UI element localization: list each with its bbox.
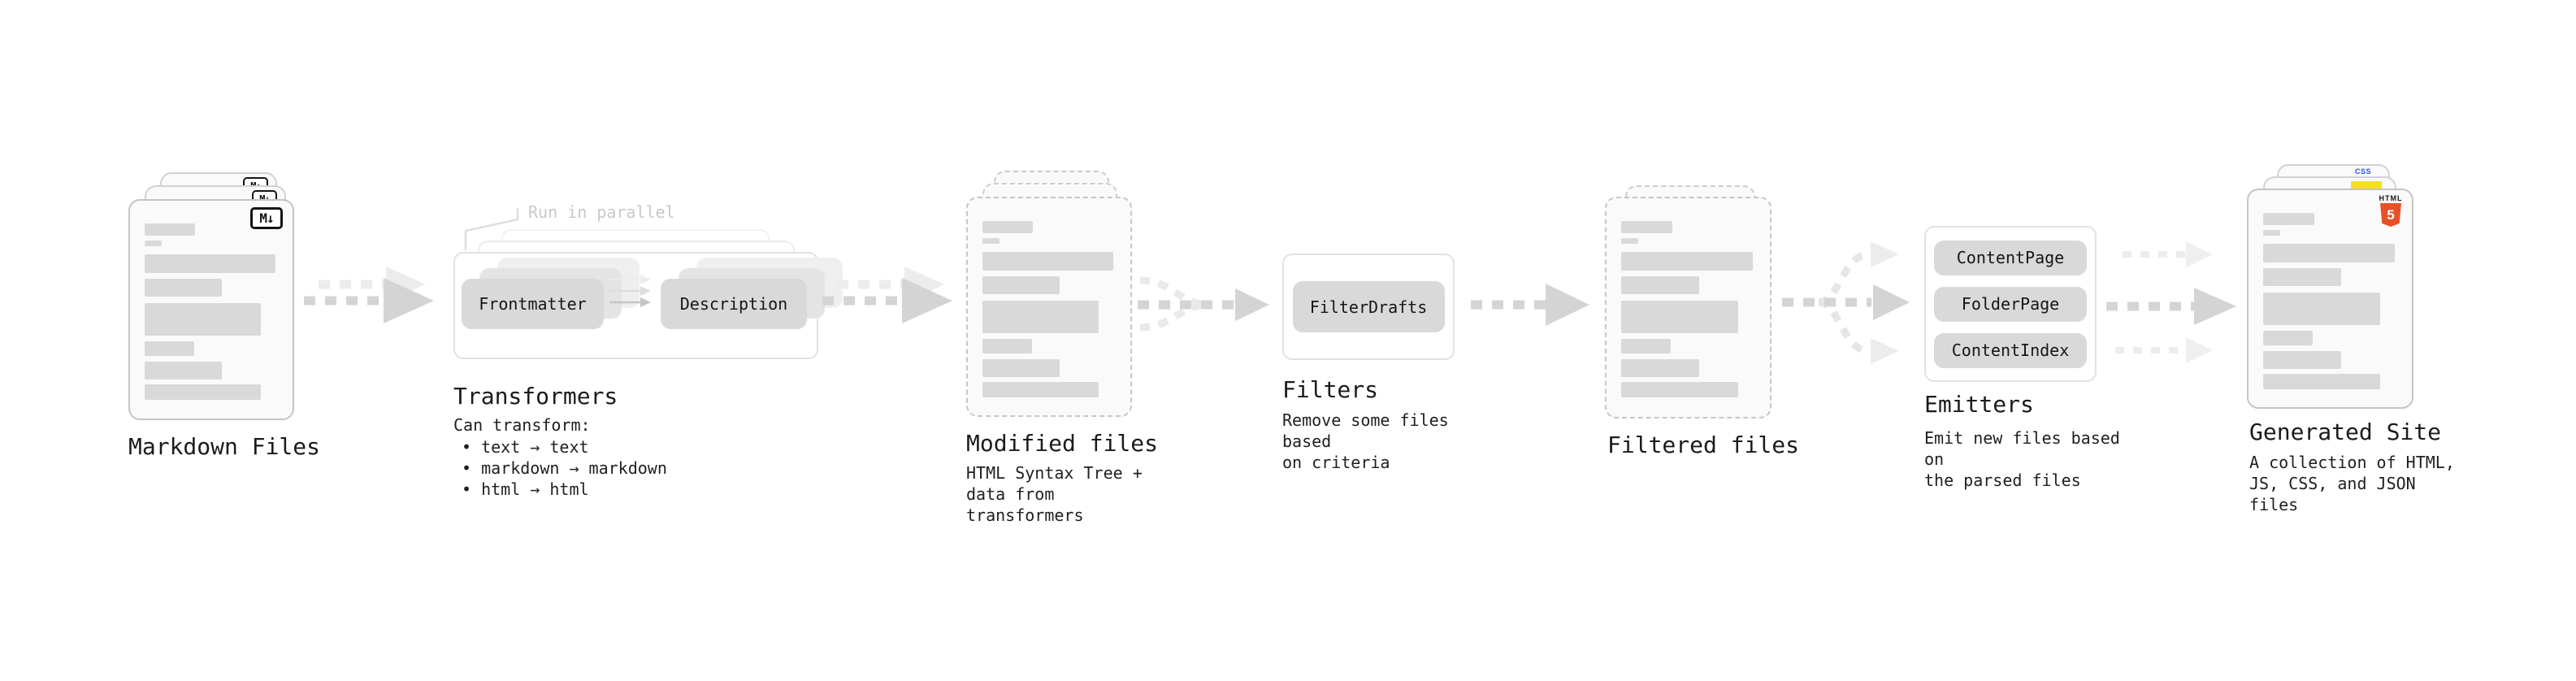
placeholder-bar (1621, 238, 1639, 244)
placeholder-bar (982, 221, 1034, 233)
generated-site-caption: A collection of HTML, JS, CSS, and JSON … (2249, 453, 2455, 514)
transformers-bullet-list: • text → text • markdown → markdown • ht… (462, 436, 667, 500)
file-placeholder-bars (982, 221, 1116, 397)
stage-emitters: ContentPage FolderPage ContentIndex Emit… (1922, 223, 2133, 490)
emitters-caption: Emit new files based on the parsed files (1924, 428, 2120, 490)
placeholder-bar (2263, 374, 2380, 389)
html5-shield: 5 (2380, 203, 2401, 227)
placeholder-bar (2263, 331, 2314, 345)
arrow-markdown-to-transformers (304, 267, 434, 323)
chip-frontmatter: Frontmatter (462, 279, 604, 329)
placeholder-bar (982, 301, 1099, 333)
chip-description: Description (661, 279, 807, 329)
chip-folderpage: FolderPage (1934, 286, 2087, 322)
placeholder-bar (145, 384, 261, 400)
arrow-filtered-to-emitters (1782, 241, 1910, 364)
file-placeholder-bars (1621, 221, 1755, 397)
stage-filtered-files: Filtered files (1601, 179, 1812, 458)
file-card-modified (966, 197, 1132, 417)
bullet-item: • html → html (462, 479, 589, 499)
html5-wordmark: HTML (2379, 194, 2403, 202)
file-placeholder-bars (2263, 213, 2397, 389)
callout-run-in-parallel: Run in parallel (528, 202, 675, 222)
stage-markdown-files: M↓ M↓ M↓ Markdown Files (126, 163, 353, 504)
placeholder-bar (1621, 221, 1672, 233)
markdown-icon: M↓ (250, 207, 283, 229)
placeholder-bar (982, 382, 1099, 397)
arrow-modified-to-filters (1138, 276, 1269, 332)
placeholder-bar (1621, 382, 1738, 397)
stage-modified-files: Modified files HTML Syntax Tree + data f… (963, 167, 1174, 525)
html5-icon: HTML 5 (2378, 194, 2404, 227)
placeholder-bar (982, 238, 1000, 244)
file-card-filtered (1605, 197, 1772, 419)
arrow-transformers-to-modified (822, 267, 952, 323)
placeholder-bar (2263, 268, 2341, 286)
placeholder-bar (2263, 230, 2281, 236)
bullet-item: • text → text (462, 437, 589, 457)
css-wordmark: CSS (2354, 167, 2371, 176)
placeholder-bar (2263, 244, 2395, 262)
placeholder-bar (982, 339, 1032, 354)
arrow-emitters-to-site (2106, 241, 2236, 363)
modified-files-caption: HTML Syntax Tree + data from transformer… (966, 463, 1143, 525)
placeholder-bar (1621, 359, 1699, 377)
placeholder-bar (145, 241, 163, 246)
placeholder-bar (2263, 351, 2341, 369)
stage-transformers: Run in parallel Frontmatter Description … (451, 195, 843, 512)
stage-label-filtered-files: Filtered files (1607, 432, 1800, 458)
transformers-caption-intro: Can transform: (453, 415, 591, 435)
stage-label-filters: Filters (1282, 376, 1379, 403)
emitters-container: ContentPage FolderPage ContentIndex (1924, 226, 2097, 382)
placeholder-bar (982, 252, 1113, 271)
file-placeholder-bars (145, 223, 278, 400)
placeholder-bar (2263, 213, 2314, 225)
stage-generated-site: CSS HTML 5 Generated Site A collection o… (2243, 158, 2470, 516)
filters-container: FilterDrafts (1282, 254, 1455, 360)
chip-contentpage: ContentPage (1934, 240, 2087, 275)
callout-line (464, 208, 519, 250)
placeholder-bar (982, 359, 1060, 377)
placeholder-bar (1621, 252, 1753, 271)
placeholder-bar (982, 276, 1060, 294)
placeholder-bar (145, 279, 223, 297)
file-card-html: HTML 5 (2247, 189, 2413, 409)
placeholder-bar (145, 254, 275, 273)
stage-label-markdown-files: Markdown Files (128, 433, 321, 460)
stage-label-modified-files: Modified files (966, 430, 1159, 457)
stage-label-emitters: Emitters (1924, 391, 2034, 418)
placeholder-bar (145, 341, 194, 356)
chip-contentindex: ContentIndex (1934, 332, 2087, 368)
stage-label-generated-site: Generated Site (2249, 419, 2442, 445)
placeholder-bar (145, 303, 261, 336)
placeholder-bar (1621, 276, 1699, 294)
file-card-markdown: M↓ (128, 199, 294, 420)
stage-label-transformers: Transformers (453, 383, 618, 410)
bullet-item: • markdown → markdown (462, 458, 667, 478)
stage-filters: FilterDrafts Filters Remove some files b… (1280, 252, 1491, 472)
parallel-transform-arrows (609, 275, 651, 307)
arrow-filters-to-filtered (1471, 284, 1589, 326)
placeholder-bar (1621, 339, 1672, 354)
html5-numeral: 5 (2387, 206, 2395, 223)
placeholder-bar (145, 362, 223, 380)
placeholder-bar (145, 223, 196, 236)
placeholder-bar (1621, 301, 1738, 333)
chip-filterdrafts: FilterDrafts (1292, 281, 1445, 332)
filters-caption: Remove some files based on criteria (1282, 410, 1449, 472)
placeholder-bar (2263, 293, 2380, 325)
